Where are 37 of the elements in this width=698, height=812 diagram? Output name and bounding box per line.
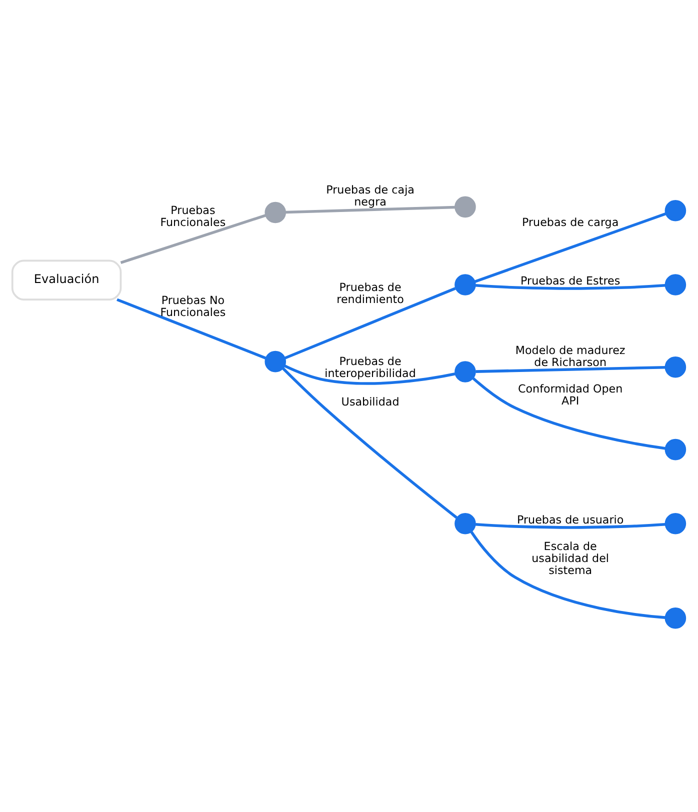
edge-label: Conformidad Open API xyxy=(518,382,623,408)
edge-label: Pruebas No Funcionales xyxy=(160,293,226,318)
node-circle xyxy=(454,274,476,295)
edge-label: Escala de usabilidad del sistema xyxy=(532,540,610,577)
connector xyxy=(475,522,666,528)
connector xyxy=(120,214,266,264)
connector xyxy=(474,212,666,282)
node-box: Evaluación xyxy=(11,259,122,300)
node-circle xyxy=(664,512,686,534)
edge-label: Modelo de madurez de Richarson xyxy=(515,343,626,368)
node-circle xyxy=(664,356,686,378)
connector xyxy=(286,205,455,214)
edge-label: Pruebas de carga xyxy=(522,216,619,229)
node-circle xyxy=(454,196,476,218)
edge-label: Pruebas de Estres xyxy=(520,274,620,287)
edge-label: Pruebas de caja negra xyxy=(326,183,414,208)
connector xyxy=(475,284,666,290)
node-circle xyxy=(664,438,686,460)
edge-label: Usabilidad xyxy=(341,395,400,408)
connector xyxy=(472,376,666,450)
node-circle xyxy=(664,606,686,628)
edge-label: Pruebas de rendimiento xyxy=(336,280,404,306)
connector xyxy=(470,530,666,618)
connector xyxy=(116,298,266,359)
node-circle xyxy=(664,274,686,295)
node-circle xyxy=(454,360,476,382)
connector xyxy=(476,365,666,372)
node-circle xyxy=(264,350,286,372)
edge-label: Pruebas Funcionales xyxy=(160,203,226,229)
node-circle xyxy=(664,199,686,221)
node-circle xyxy=(264,201,286,223)
edge-label: Pruebas de usuario xyxy=(516,512,624,526)
edge-label: Pruebas de interoperibilidad xyxy=(324,354,416,380)
connector xyxy=(284,364,456,384)
connector xyxy=(282,367,458,518)
connector xyxy=(284,286,456,359)
node-circle xyxy=(454,512,476,534)
